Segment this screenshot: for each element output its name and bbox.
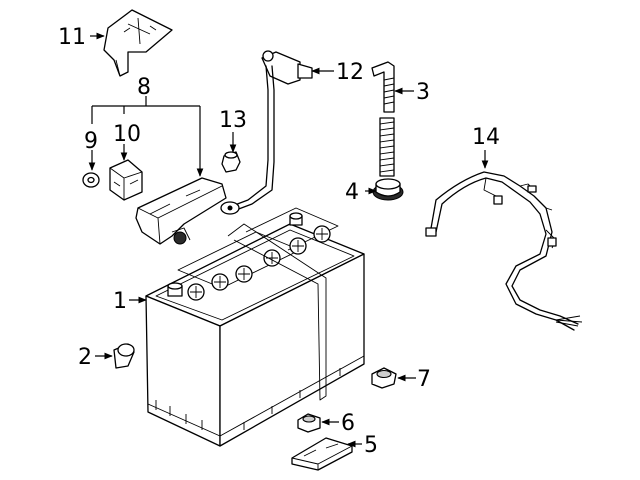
part-9-washer — [82, 172, 100, 188]
callout-4: 4 — [345, 180, 359, 205]
callout-7: 7 — [417, 367, 431, 392]
callout-3: 3 — [416, 80, 430, 105]
callout-2: 2 — [78, 345, 92, 370]
callout-5: 5 — [364, 433, 378, 458]
part-5-clamp — [291, 437, 353, 471]
part-8-terminal-cover — [135, 177, 227, 245]
part-1-battery — [145, 207, 365, 447]
callout-13: 13 — [219, 108, 247, 133]
part-14-harness — [425, 171, 583, 331]
part-7-nut — [371, 367, 397, 389]
callout-1: 1 — [113, 289, 127, 314]
part-11-bracket — [103, 9, 173, 77]
part-6-nut — [297, 413, 321, 433]
part-12-ground-cable — [220, 50, 313, 215]
callout-6: 6 — [341, 411, 355, 436]
callout-14: 14 — [472, 125, 500, 150]
part-4-grommet — [372, 178, 404, 201]
part-10-clip — [109, 159, 143, 201]
callout-labels: 11 8 9 10 13 12 3 4 14 1 2 7 6 5 — [58, 25, 500, 458]
part-3-bolt — [371, 61, 395, 177]
callout-9: 9 — [84, 129, 98, 154]
leader-lines — [88, 32, 489, 448]
callout-8: 8 — [137, 75, 151, 100]
callout-10: 10 — [113, 122, 141, 147]
callout-12: 12 — [336, 60, 364, 85]
callout-11: 11 — [58, 25, 86, 50]
part-2-plug — [113, 343, 135, 369]
battery-cell-caps — [187, 225, 331, 301]
part-13-nut — [221, 151, 241, 173]
